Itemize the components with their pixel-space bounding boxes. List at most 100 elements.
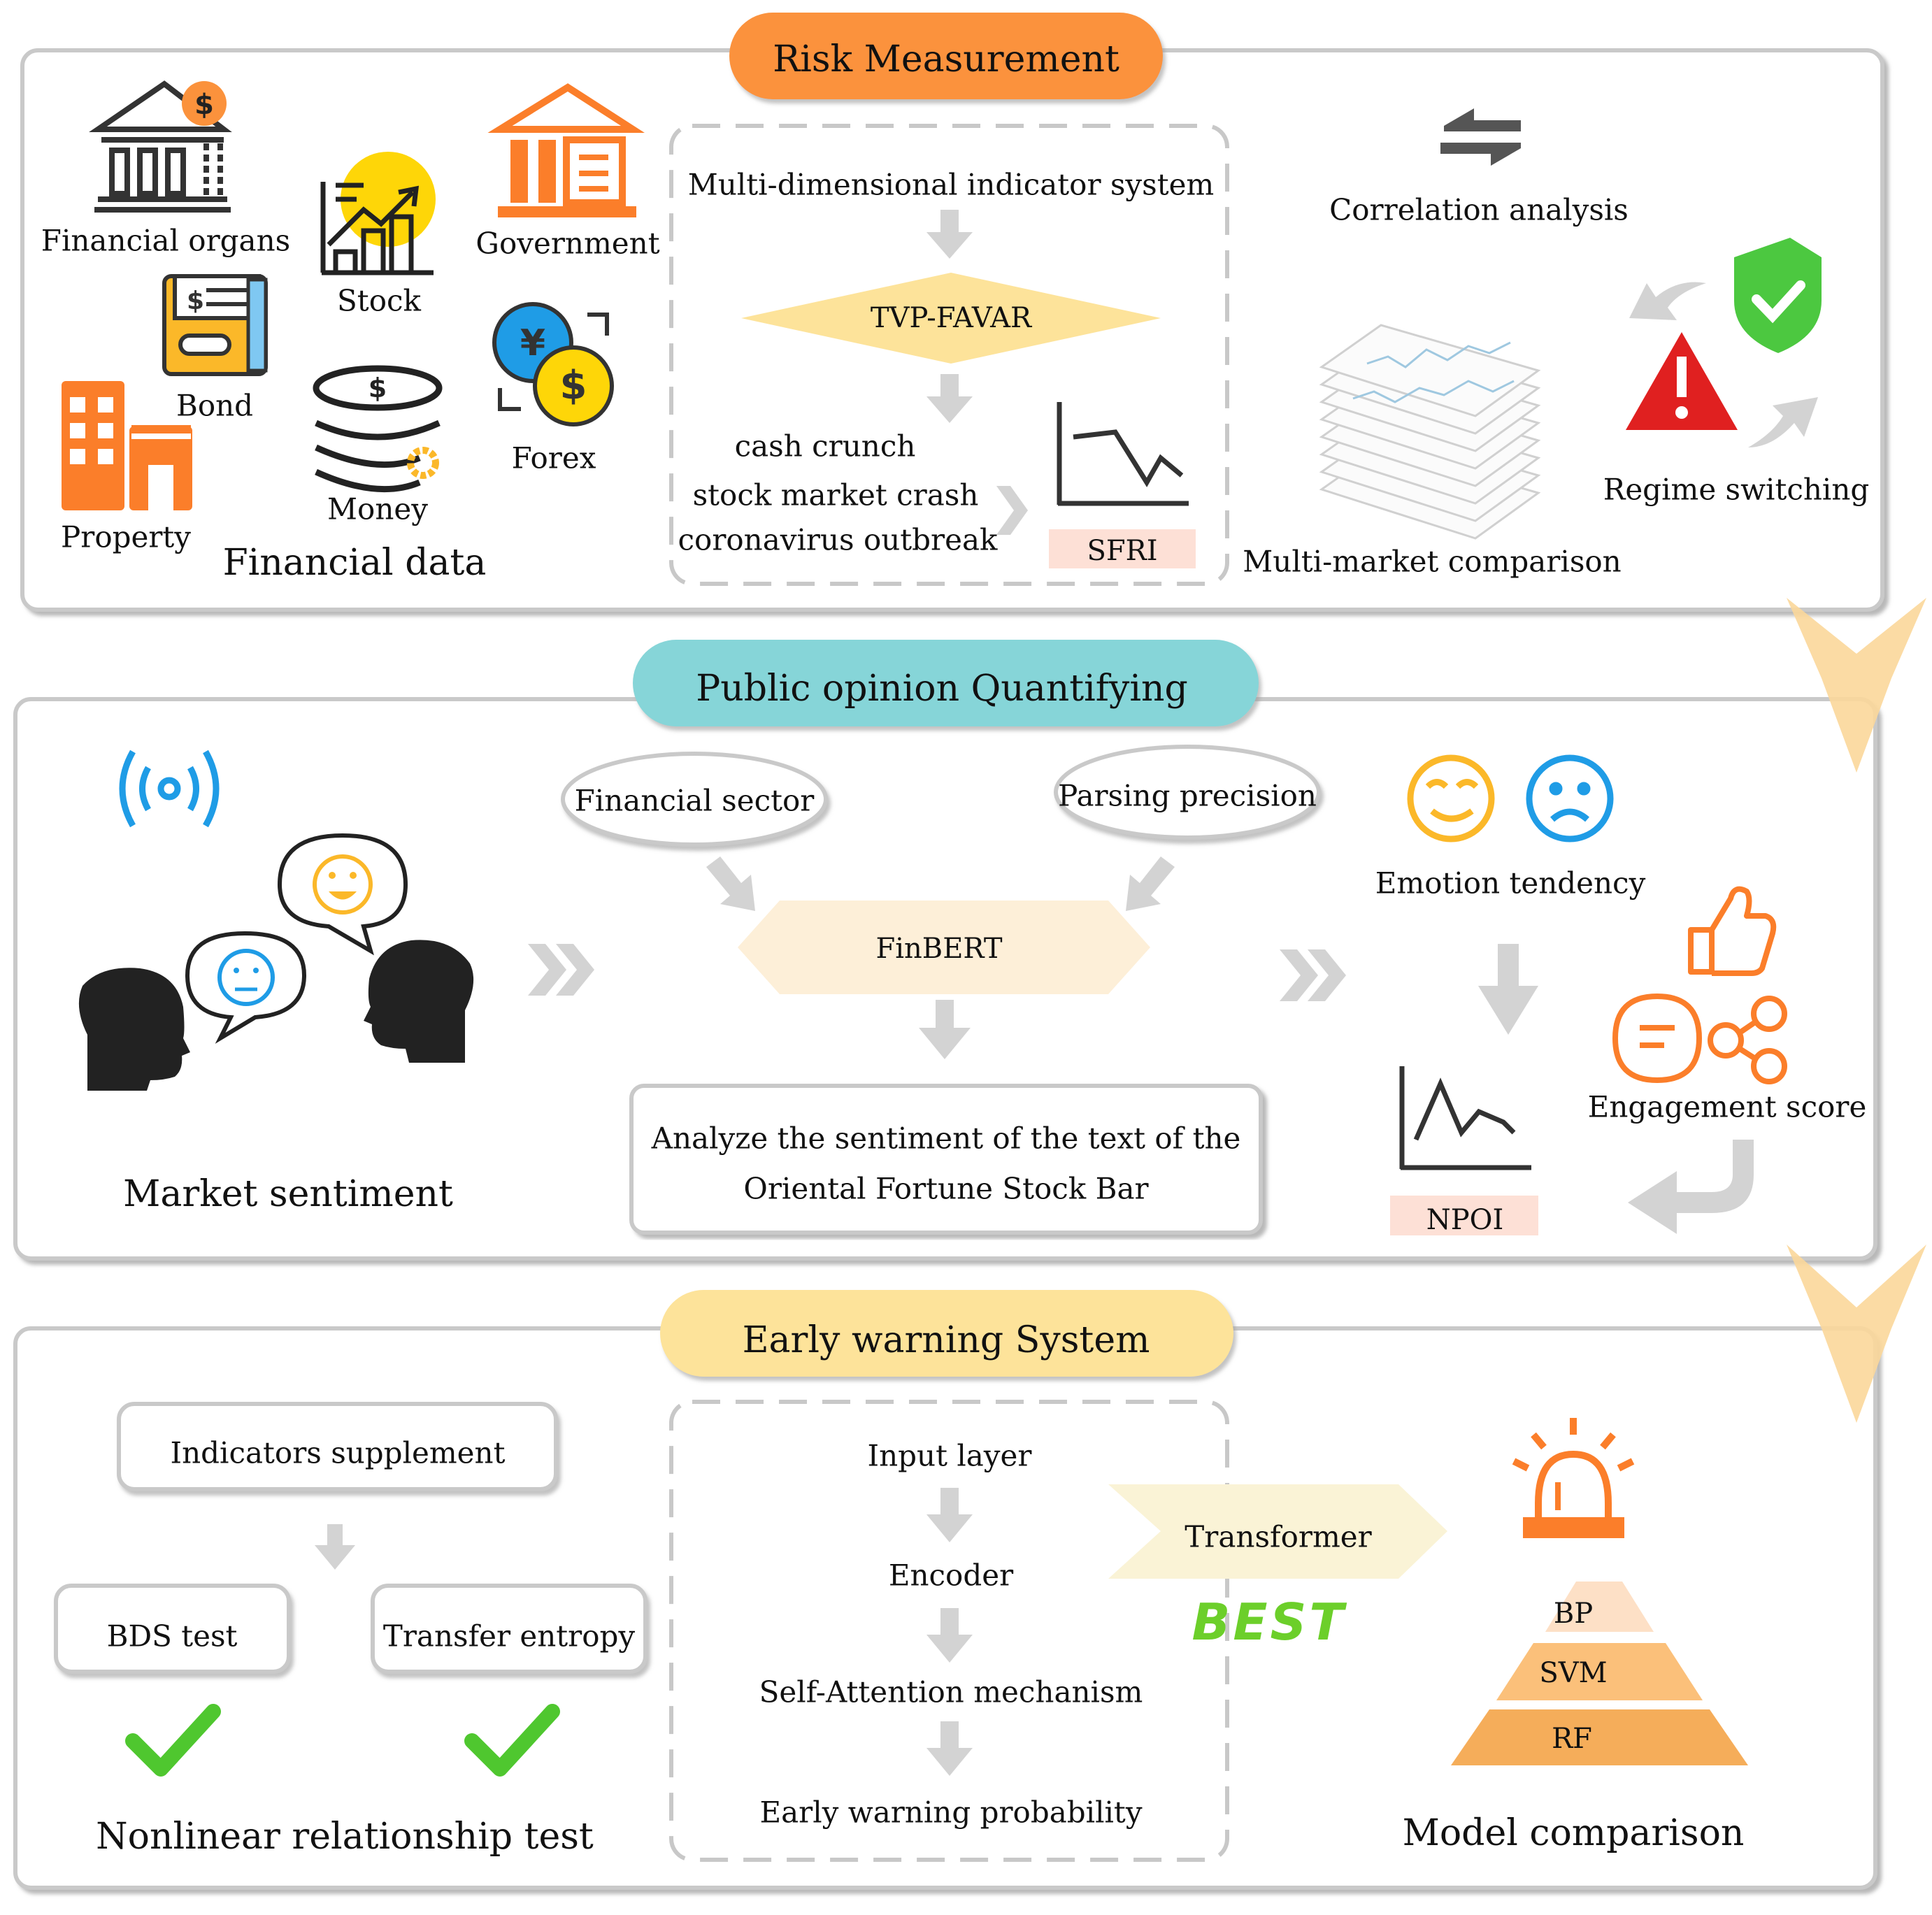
pyramid-svm — [1496, 1643, 1703, 1700]
alarm-siren-icon — [1512, 1418, 1635, 1538]
speech-bubble-neutral-icon — [185, 931, 307, 1044]
diag-arrow-right — [1126, 856, 1175, 911]
transformer-label: Transformer — [1185, 1519, 1372, 1554]
down-arrow-indicators — [315, 1524, 355, 1570]
government-label: Government — [475, 226, 660, 261]
section-flow-arrow-2 — [1787, 1245, 1926, 1423]
pyramid-rf-label: RF — [1552, 1723, 1592, 1755]
analyze-text-line1: Analyze the sentiment of the text of the — [651, 1121, 1241, 1156]
pyramid-rf — [1451, 1709, 1748, 1765]
share-icon — [1708, 996, 1787, 1084]
speech-bubble-happy-icon — [277, 833, 408, 956]
down-arrow-layer-2 — [926, 1608, 973, 1663]
dollar-coin-icon — [182, 81, 227, 126]
event-cash-crunch: cash crunch — [734, 429, 916, 464]
financial-data-caption: Financial data — [222, 542, 487, 584]
stock-chart-icon — [320, 182, 434, 275]
analyze-text-line2: Oriental Fortune Stock Bar — [743, 1171, 1149, 1206]
svg-text:$: $ — [187, 287, 204, 315]
svg-text:¥: ¥ — [520, 322, 545, 364]
multi-market-comparison-label: Multi-market comparison — [1243, 544, 1622, 579]
svg-text:$: $ — [560, 363, 587, 408]
encoder-label: Encoder — [888, 1558, 1014, 1593]
npoi-chart-icon — [1399, 1066, 1531, 1170]
check-icon-bds — [125, 1704, 221, 1777]
person-head-right-icon — [364, 940, 474, 1063]
finbert-label: FinBERT — [875, 933, 1003, 965]
pyramid-bp-body — [1545, 1582, 1654, 1632]
money-label: Money — [327, 492, 428, 526]
risk-measurement-title-pill — [729, 13, 1163, 99]
emotion-tendency-label: Emotion tendency — [1375, 866, 1646, 901]
early-warning-title: Early warning System — [742, 1319, 1150, 1361]
public-opinion-title: Public opinion Quantifying — [696, 668, 1188, 710]
npoi-label: NPOI — [1426, 1204, 1504, 1236]
indicator-system-label: Multi-dimensional indicator system — [687, 167, 1215, 202]
smiling-face-icon — [1407, 754, 1495, 842]
property-label: Property — [60, 519, 192, 554]
tvp-favar-diamond — [741, 273, 1161, 364]
pyramid-svm-label: SVM — [1539, 1657, 1608, 1689]
person-head-left-icon — [78, 968, 190, 1091]
parsing-precision-ellipse — [1054, 745, 1321, 840]
early-warning-probability-label: Early warning probability — [759, 1795, 1143, 1830]
event-stock-market-crash: stock market crash — [692, 478, 979, 512]
transfer-entropy-box — [371, 1584, 647, 1674]
government-icon — [487, 83, 645, 217]
stock-label: Stock — [337, 283, 421, 318]
down-arrow-2 — [926, 374, 973, 423]
multi-market-sheets-icon — [1319, 324, 1541, 540]
pyramid-bp-label: BP — [1553, 1598, 1594, 1630]
gear-icon — [407, 447, 439, 479]
self-attention-label: Self-Attention mechanism — [759, 1674, 1143, 1709]
nonlinear-test-label: Nonlinear relationship test — [96, 1816, 594, 1858]
sfri-label: SFRI — [1087, 535, 1158, 567]
regime-switching-icon — [1626, 238, 1822, 447]
forex-label: Forex — [511, 440, 596, 475]
down-arrow-finbert — [919, 1000, 971, 1059]
bds-test-box — [54, 1584, 291, 1674]
diag-arrow-left — [706, 856, 755, 911]
sfri-label-box — [1049, 529, 1196, 568]
method-dashed-box — [669, 124, 1229, 586]
best-label: BEST — [1192, 1593, 1347, 1651]
down-arrow-1 — [926, 210, 973, 259]
section-flow-arrow-1 — [1787, 598, 1926, 773]
sad-face-icon — [1526, 754, 1614, 842]
bds-test-label: BDS test — [106, 1619, 238, 1654]
market-sentiment-label: Market sentiment — [123, 1173, 453, 1215]
down-arrow-emotion — [1478, 944, 1538, 1035]
forex-icon: ¥ $ — [492, 302, 614, 426]
engagement-score-label: Engagement score — [1587, 1089, 1867, 1124]
svg-text:$: $ — [368, 373, 387, 403]
broadcast-icon — [119, 749, 220, 828]
down-arrow-layer-3 — [926, 1721, 973, 1776]
risk-measurement-title: Risk Measurement — [773, 38, 1119, 80]
comment-bubble-icon — [1612, 993, 1703, 1084]
input-layer-label: Input layer — [867, 1438, 1032, 1473]
sfri-chart-icon — [1057, 402, 1189, 506]
transfer-entropy-label: Transfer entropy — [382, 1619, 636, 1654]
parsing-precision-label: Parsing precision — [1058, 778, 1317, 813]
financial-organs-label: Financial organs — [41, 223, 291, 258]
right-chevron-1 — [996, 486, 1028, 535]
indicators-supplement-box — [117, 1402, 558, 1491]
svg-text:$: $ — [194, 89, 214, 121]
npoi-label-box — [1390, 1196, 1538, 1235]
transformer-chevron — [1108, 1484, 1447, 1579]
correlation-analysis-label: Correlation analysis — [1329, 192, 1629, 227]
down-arrow-layer-1 — [926, 1488, 973, 1542]
curved-return-arrow — [1628, 1140, 1754, 1234]
property-icon — [62, 381, 192, 510]
financial-sector-ellipse — [561, 752, 828, 847]
check-icon-transfer — [464, 1704, 560, 1777]
indicators-supplement-label: Indicators supplement — [170, 1435, 506, 1470]
early-warning-title-pill — [660, 1290, 1233, 1377]
double-chevron-left — [528, 944, 594, 996]
double-chevron-right — [1280, 949, 1346, 1001]
transformer-dashed-box — [669, 1400, 1229, 1862]
correlation-arrows-icon — [1440, 108, 1521, 166]
thumbs-up-icon — [1688, 886, 1777, 976]
regime-switching-label: Regime switching — [1603, 472, 1870, 507]
bond-label: Bond — [176, 388, 254, 423]
